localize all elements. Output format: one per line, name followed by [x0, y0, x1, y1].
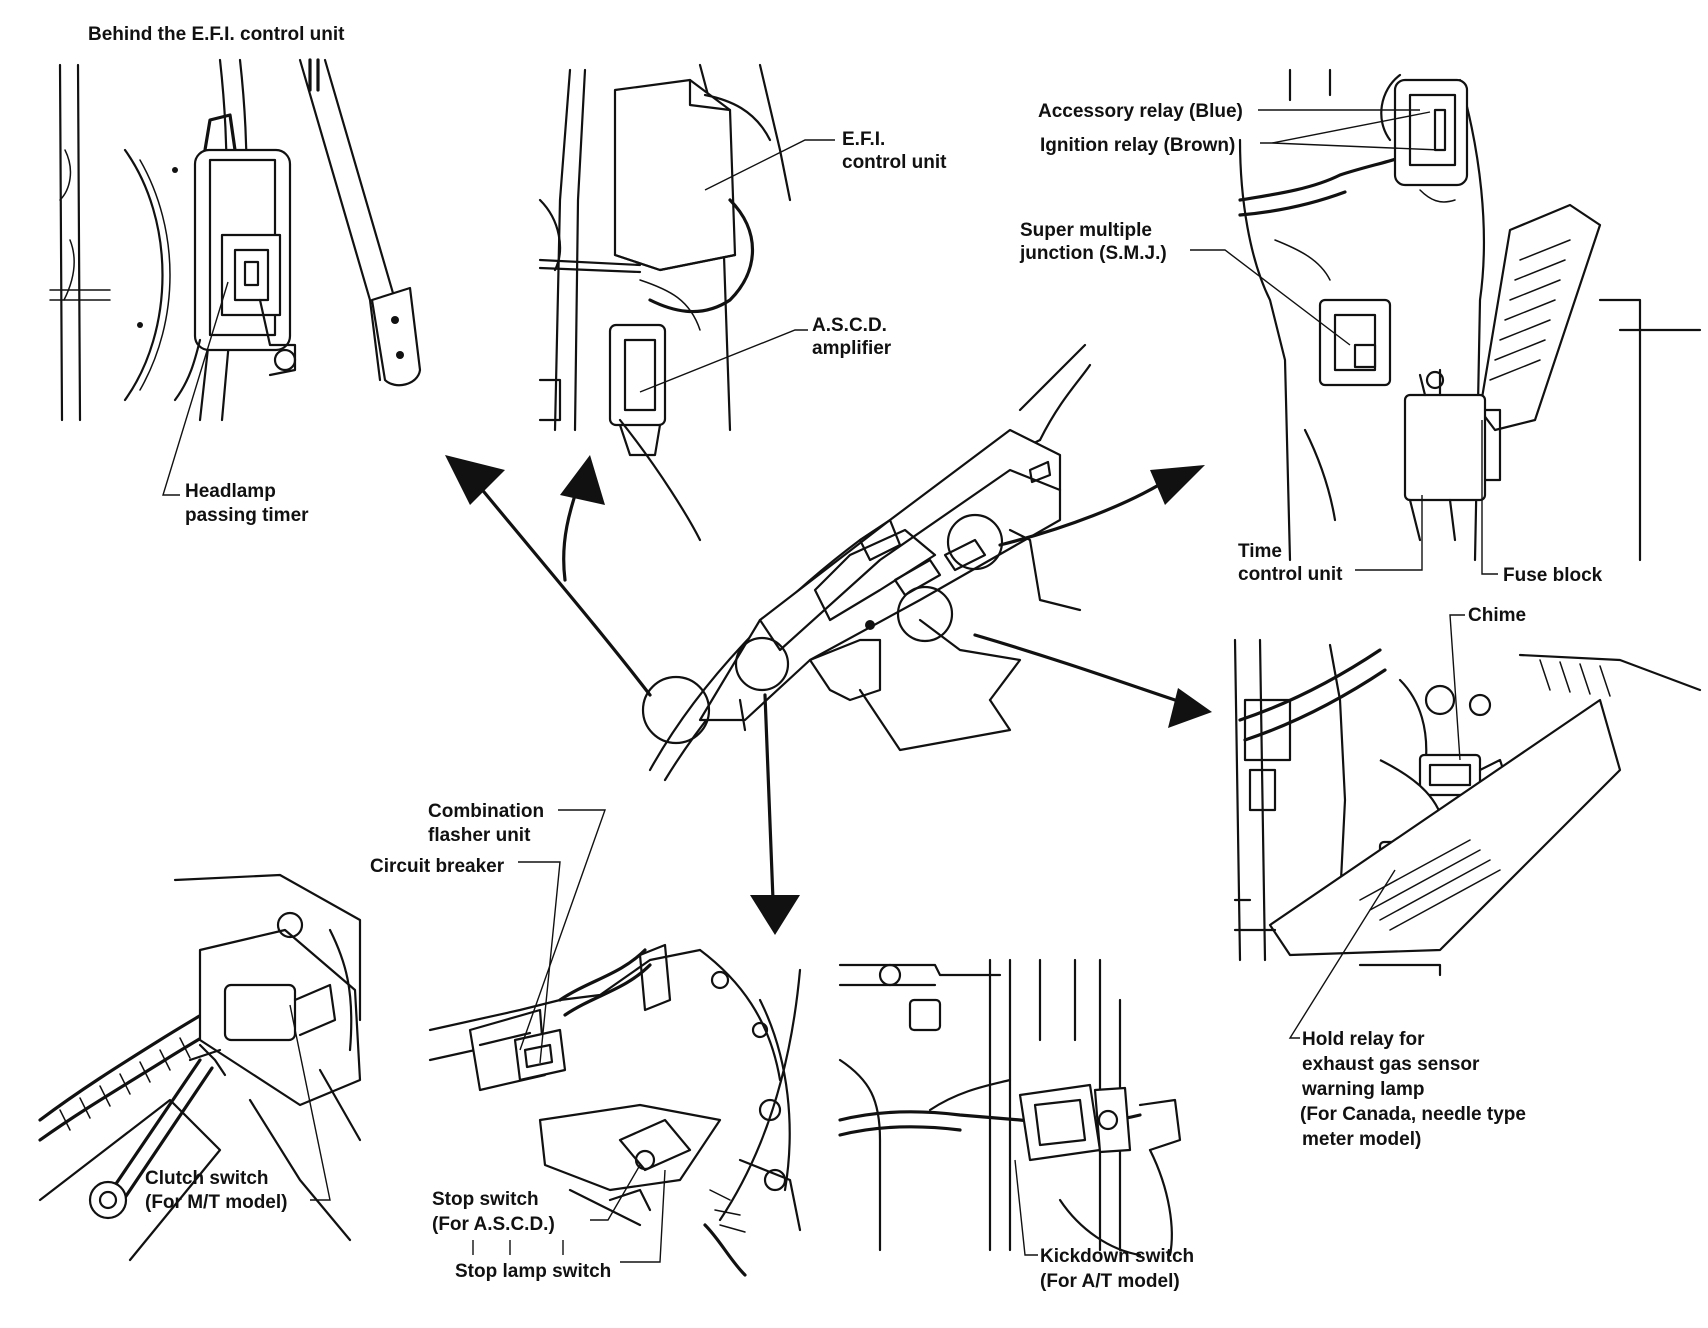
label-time-control-unit-line2: control unit [1238, 564, 1343, 585]
kickdown-switch-illustration [838, 958, 1182, 1257]
stop-switch-flasher-illustration [428, 943, 802, 1277]
label-stop-switch-line1: Stop switch [432, 1189, 539, 1210]
efi-ascd-illustration [538, 63, 792, 457]
label-hold-relay-line5: meter model) [1302, 1129, 1421, 1150]
label-kickdown-switch-line2: (For A/T model) [1040, 1271, 1180, 1292]
label-time-control-unit-line1: Time [1238, 541, 1282, 562]
label-chime: Chime [1468, 605, 1526, 626]
label-smj-line2: junction (S.M.J.) [1019, 243, 1167, 264]
label-stop-switch-line2: (For A.S.C.D.) [432, 1214, 555, 1235]
label-clutch-switch-line1: Clutch switch [145, 1168, 269, 1189]
label-ignition-relay: Ignition relay (Brown) [1040, 135, 1235, 156]
label-stop-lamp-switch: Stop lamp switch [455, 1261, 611, 1282]
label-flasher-unit-line2: flasher unit [428, 825, 531, 846]
dashboard-overview-illustration [445, 343, 1212, 935]
label-clutch-switch-line2: (For M/T model) [145, 1192, 287, 1213]
clutch-switch-illustration [38, 873, 362, 1262]
label-accessory-relay: Accessory relay (Blue) [1038, 101, 1243, 122]
label-fuse-block: Fuse block [1503, 565, 1603, 586]
component-labels: Behind the E.F.I. control unit Headlamp … [88, 24, 1603, 1292]
chime-hold-relay-illustration [1233, 638, 1702, 977]
label-behind-efi: Behind the E.F.I. control unit [88, 24, 345, 45]
label-circuit-breaker: Circuit breaker [370, 856, 505, 877]
label-smj-line1: Super multiple [1020, 220, 1152, 241]
relays-fuse-block-illustration [1238, 68, 1702, 562]
label-efi-control-unit-line1: E.F.I. [842, 129, 885, 150]
label-hold-relay-line2: exhaust gas sensor [1302, 1054, 1480, 1075]
label-flasher-unit-line1: Combination [428, 801, 544, 822]
label-ascd-amplifier-line1: A.S.C.D. [812, 315, 887, 336]
label-ascd-amplifier-line2: amplifier [812, 338, 892, 359]
leader-lines [162, 109, 1498, 1263]
label-hold-relay-line3: warning lamp [1301, 1079, 1424, 1100]
headlamp-passing-timer-illustration [49, 58, 422, 422]
label-kickdown-switch-line1: Kickdown switch [1040, 1246, 1194, 1267]
label-hold-relay-line4: (For Canada, needle type [1300, 1104, 1526, 1125]
label-hold-relay-line1: Hold relay for [1302, 1029, 1425, 1050]
label-headlamp-passing-timer-line2: passing timer [185, 505, 309, 526]
label-headlamp-passing-timer-line1: Headlamp [185, 481, 276, 502]
label-efi-control-unit-line2: control unit [842, 152, 947, 173]
